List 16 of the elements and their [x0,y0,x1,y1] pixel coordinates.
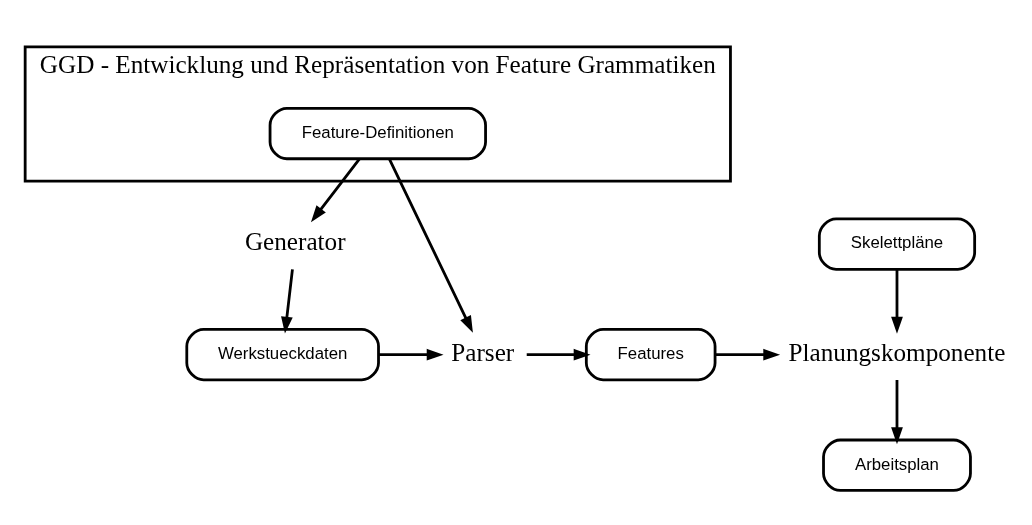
node-box: Werkstueckdaten [185,327,380,381]
arrow [310,157,361,222]
node-text: Parser [451,338,515,366]
arrow [891,379,903,444]
node-text: Planungskomponente [788,338,1006,366]
node-box: Feature-Definitionen [268,106,487,160]
node-box: Features [584,327,717,381]
node-box: Skelettpläne [817,217,977,271]
arrow [378,348,444,361]
arrow [715,348,781,361]
arrow [388,158,473,333]
arrow [891,268,903,334]
arrow [526,348,591,361]
node-text: Generator [244,227,346,255]
arrow [281,268,294,334]
node-box: Arbeitsplan [822,438,972,492]
